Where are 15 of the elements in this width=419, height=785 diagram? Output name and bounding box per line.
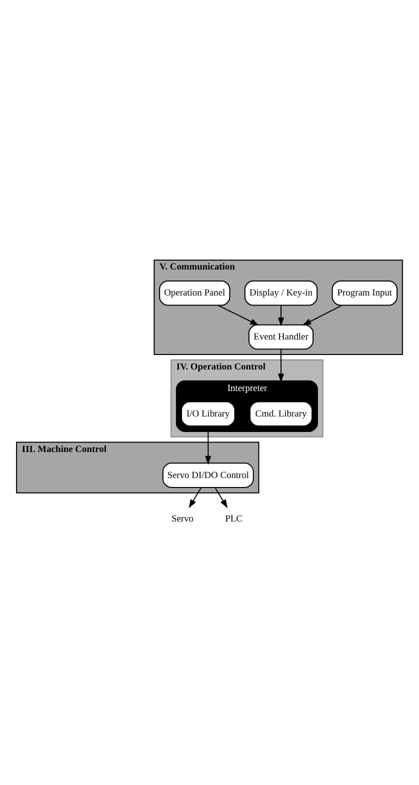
node-box: Servo DI/DO Control xyxy=(162,462,254,488)
node-box: Cmd. Library xyxy=(249,400,313,426)
node-box: I/O Library xyxy=(181,400,236,426)
node-box: Operation Panel xyxy=(159,280,230,306)
arrow xyxy=(214,486,228,508)
node-text: PLC xyxy=(225,514,242,524)
node-box: Event Handler xyxy=(248,324,314,350)
arrow xyxy=(218,304,259,325)
arrow xyxy=(188,486,202,508)
node-box: Program Input xyxy=(332,280,398,306)
node-box: Display / Key-in xyxy=(244,280,318,306)
arrow xyxy=(278,304,284,326)
arrow xyxy=(302,304,342,326)
arrow xyxy=(278,348,284,382)
node-text: Servo xyxy=(172,514,194,524)
